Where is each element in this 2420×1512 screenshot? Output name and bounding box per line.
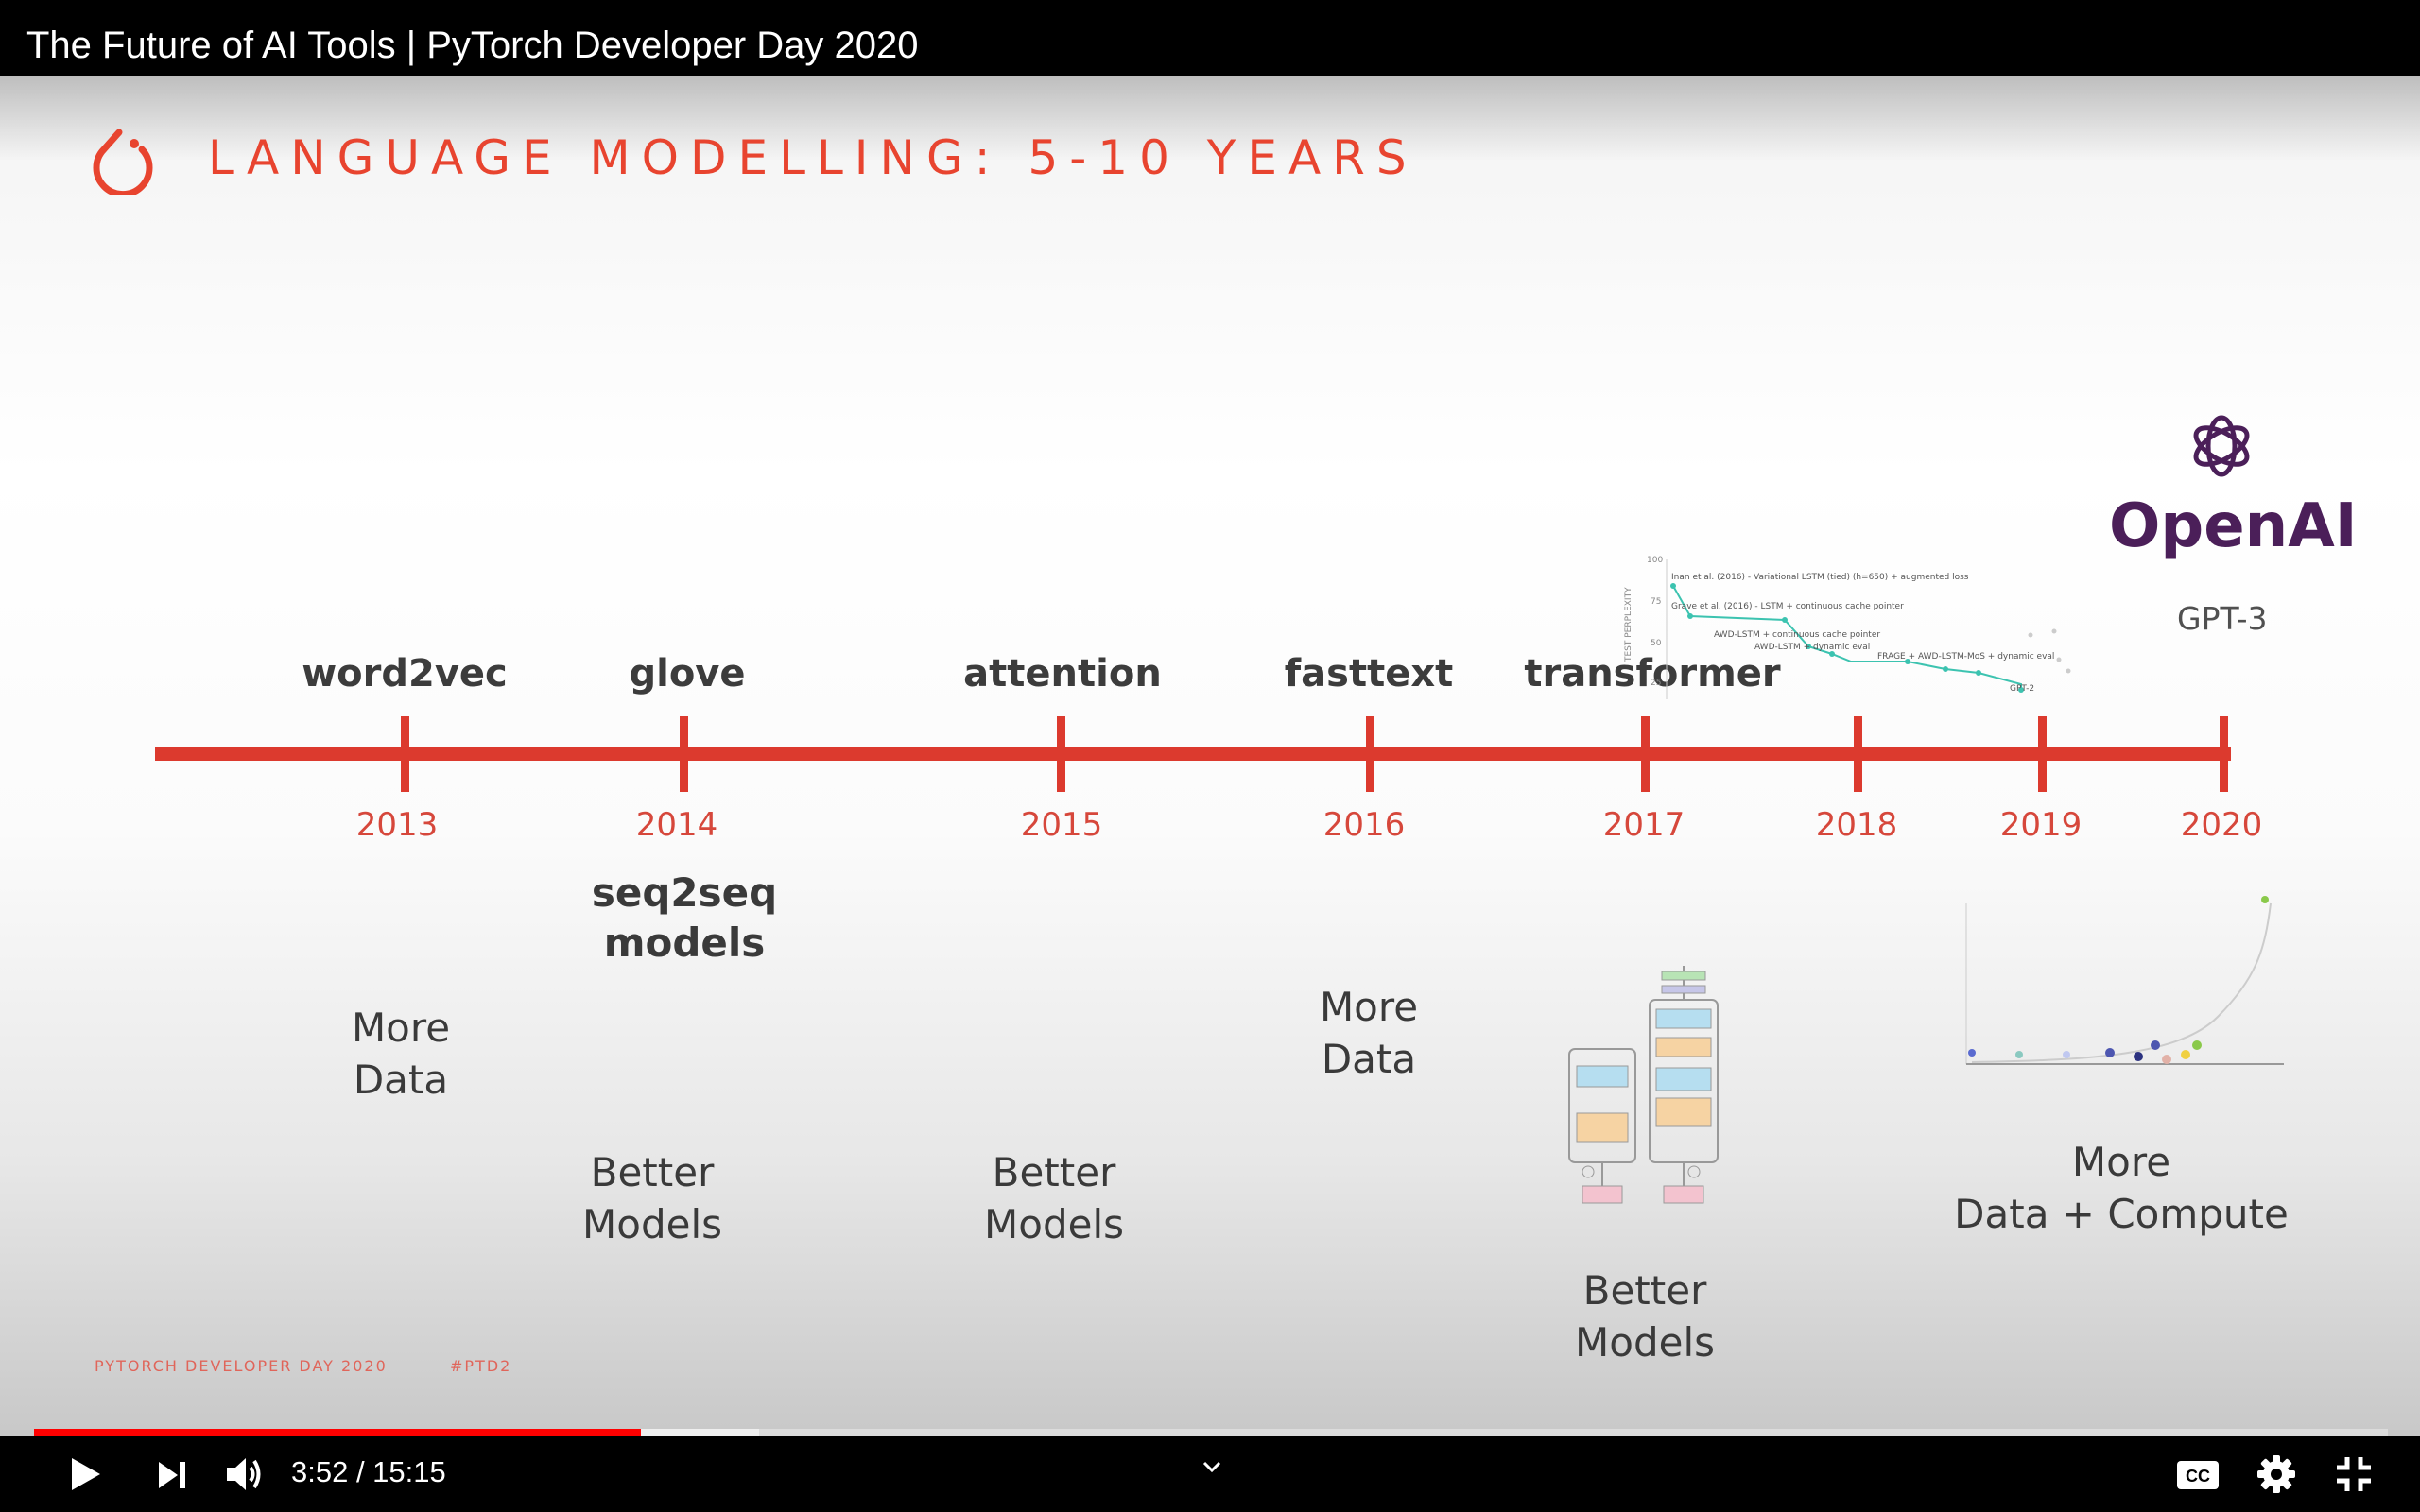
note-line: Models bbox=[1575, 1319, 1715, 1366]
note-line: Data bbox=[1321, 1036, 1417, 1082]
label-attention: attention bbox=[963, 652, 1162, 696]
perplexity-ytick: 25 bbox=[1651, 679, 1662, 688]
tick-2015 bbox=[1057, 716, 1065, 792]
perplexity-ylabel: TEST PERPLEXITY bbox=[1624, 587, 1634, 662]
top-shade bbox=[0, 76, 2420, 161]
pytorch-logo-icon bbox=[93, 129, 153, 195]
settings-icon[interactable] bbox=[2256, 1453, 2297, 1495]
note-more-data-compute-2020: More Data + Compute bbox=[1954, 1136, 2289, 1240]
tick-2020 bbox=[2220, 716, 2228, 792]
note-line: Better bbox=[992, 1149, 1116, 1195]
perplexity-annotation: FRAGE + AWD-LSTM-MoS + dynamic eval bbox=[1877, 652, 2055, 662]
note-line: Models bbox=[984, 1201, 1124, 1247]
tick-2013 bbox=[401, 716, 409, 792]
label-seq2seq: seq2seq models bbox=[592, 868, 777, 968]
label-word2vec: word2vec bbox=[302, 652, 508, 696]
note-better-models-2017: Better Models bbox=[1575, 1264, 1715, 1368]
perplexity-ytick: 100 bbox=[1647, 556, 1664, 565]
slide-title: LANGUAGE MODELLING: 5-10 YEARS bbox=[208, 130, 1418, 185]
note-line: Data + Compute bbox=[1954, 1191, 2289, 1237]
time-display: 3:52 / 15:15 bbox=[291, 1455, 446, 1488]
year-2019: 2019 bbox=[1999, 806, 2083, 844]
seq2seq-line-2: models bbox=[603, 919, 766, 966]
year-2017: 2017 bbox=[1602, 806, 1685, 844]
chevron-down-icon[interactable] bbox=[1201, 1459, 1223, 1474]
label-fasttext: fasttext bbox=[1284, 652, 1454, 696]
note-more-data-2016: More Data bbox=[1320, 981, 1418, 1085]
transformer-diagram bbox=[1568, 966, 1719, 1204]
cc-icon[interactable]: CC bbox=[2177, 1461, 2219, 1489]
year-2016: 2016 bbox=[1322, 806, 1406, 844]
gpt3-label: GPT-3 bbox=[2177, 600, 2268, 637]
label-transformer: transformer bbox=[1524, 652, 1781, 696]
slide-footer-left: PYTORCH DEVELOPER DAY 2020 bbox=[95, 1357, 388, 1375]
note-better-models-2014: Better Models bbox=[582, 1146, 722, 1250]
perplexity-annotation: AWD-LSTM + dynamic eval bbox=[1754, 643, 1871, 652]
progress-played bbox=[34, 1429, 642, 1436]
note-line: Models bbox=[582, 1201, 722, 1247]
video-frame[interactable]: LANGUAGE MODELLING: 5-10 YEARS word2vec … bbox=[0, 76, 2420, 1436]
year-2015: 2015 bbox=[1020, 806, 1103, 844]
timeline-axis bbox=[155, 716, 2231, 792]
perplexity-ytick: 50 bbox=[1651, 639, 1662, 648]
openai-logo-icon bbox=[2193, 415, 2250, 477]
svg-text:CC: CC bbox=[2186, 1467, 2210, 1486]
note-more-data-2013: More Data bbox=[352, 1002, 450, 1106]
video-title[interactable]: The Future of AI Tools | PyTorch Develop… bbox=[26, 25, 919, 66]
slide-footer-right: #PTD2 bbox=[450, 1357, 512, 1375]
volume-icon[interactable] bbox=[223, 1453, 265, 1495]
year-2014: 2014 bbox=[635, 806, 718, 844]
perplexity-annotation: Inan et al. (2016) - Variational LSTM (t… bbox=[1671, 573, 1969, 582]
video-title-bar: The Future of AI Tools | PyTorch Develop… bbox=[0, 0, 2420, 76]
year-2018: 2018 bbox=[1815, 806, 1898, 844]
tick-2014 bbox=[680, 716, 688, 792]
note-line: Better bbox=[1582, 1267, 1707, 1314]
exit-fullscreen-icon[interactable] bbox=[2333, 1453, 2375, 1495]
year-2013: 2013 bbox=[355, 806, 439, 844]
seq2seq-line-1: seq2seq bbox=[591, 869, 778, 916]
next-icon[interactable] bbox=[155, 1459, 189, 1491]
compute-scaling-chart bbox=[1965, 896, 2284, 1065]
openai-wordmark: OpenAI bbox=[2109, 491, 2358, 561]
label-glove: glove bbox=[629, 652, 746, 696]
perplexity-ytick: 75 bbox=[1651, 597, 1662, 607]
tick-2017 bbox=[1641, 716, 1650, 792]
tick-2019 bbox=[2038, 716, 2047, 792]
progress-bar[interactable] bbox=[34, 1429, 2388, 1436]
note-line: More bbox=[2071, 1139, 2171, 1185]
tick-2016 bbox=[1366, 716, 1374, 792]
perplexity-annotation: GPT-2 bbox=[2010, 684, 2035, 694]
play-icon[interactable] bbox=[66, 1455, 104, 1493]
note-line: More bbox=[351, 1005, 451, 1051]
perplexity-chart: TEST PERPLEXITY 100 75 50 25 Inan et al.… bbox=[1624, 548, 2078, 709]
note-line: Better bbox=[590, 1149, 715, 1195]
perplexity-chart-svg bbox=[1666, 559, 2071, 699]
perplexity-annotation: Grave et al. (2016) - LSTM + continuous … bbox=[1671, 602, 1904, 611]
perplexity-annotation: AWD-LSTM + continuous cache pointer bbox=[1714, 630, 1881, 640]
note-line: Data bbox=[353, 1057, 449, 1103]
note-line: More bbox=[1319, 984, 1419, 1030]
player-controls bbox=[0, 1436, 2420, 1512]
year-2020: 2020 bbox=[2180, 806, 2263, 844]
note-better-models-2015: Better Models bbox=[984, 1146, 1124, 1250]
tick-2018 bbox=[1854, 716, 1862, 792]
timeline-line bbox=[155, 747, 2231, 761]
